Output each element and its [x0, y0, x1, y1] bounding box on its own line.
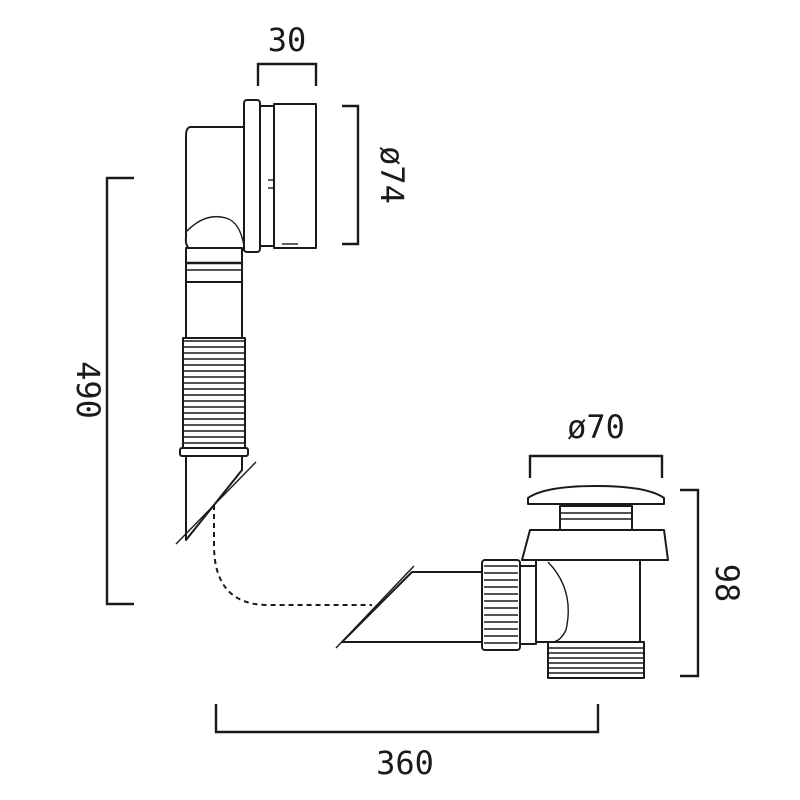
- hidden-pipe-path: [213, 505, 372, 606]
- dim-360-bracket: [214, 704, 600, 734]
- dim-30-bracket: [256, 62, 318, 86]
- overflow-collar: [185, 247, 243, 283]
- waste-body: [535, 559, 641, 643]
- dim-490-bracket: [105, 176, 134, 606]
- dim-30-label: 30: [268, 21, 307, 59]
- dim-70-bracket: [528, 454, 664, 478]
- waste-stem: [559, 505, 633, 531]
- dim-70-label: ø70: [567, 408, 625, 446]
- waste-body-curve: [547, 561, 569, 643]
- overflow-elbow: [184, 126, 247, 251]
- nut-collar: [519, 565, 537, 645]
- waste-cap: [527, 485, 665, 505]
- dim-98-bracket: [680, 488, 700, 678]
- waste-assembly: [335, 485, 669, 679]
- dim-98-label: 98: [708, 564, 746, 603]
- dim-490-label: 490: [69, 361, 107, 419]
- overflow-flange: [243, 99, 261, 253]
- dim-74-label: ø74: [373, 146, 411, 204]
- waste-housing: [521, 529, 669, 561]
- dim-74-bracket: [342, 104, 360, 246]
- overflow-elbow-curve: [185, 215, 245, 247]
- dim-360-label: 360: [376, 744, 434, 782]
- hose-cuff: [179, 447, 249, 457]
- overflow-faceplate: [273, 103, 317, 249]
- overflow-assembly: [175, 99, 317, 545]
- corrugated-hose: [182, 337, 246, 449]
- overflow-pipe: [185, 281, 243, 339]
- overflow-flange-lip: [259, 105, 275, 247]
- waste-pipe: [341, 571, 483, 643]
